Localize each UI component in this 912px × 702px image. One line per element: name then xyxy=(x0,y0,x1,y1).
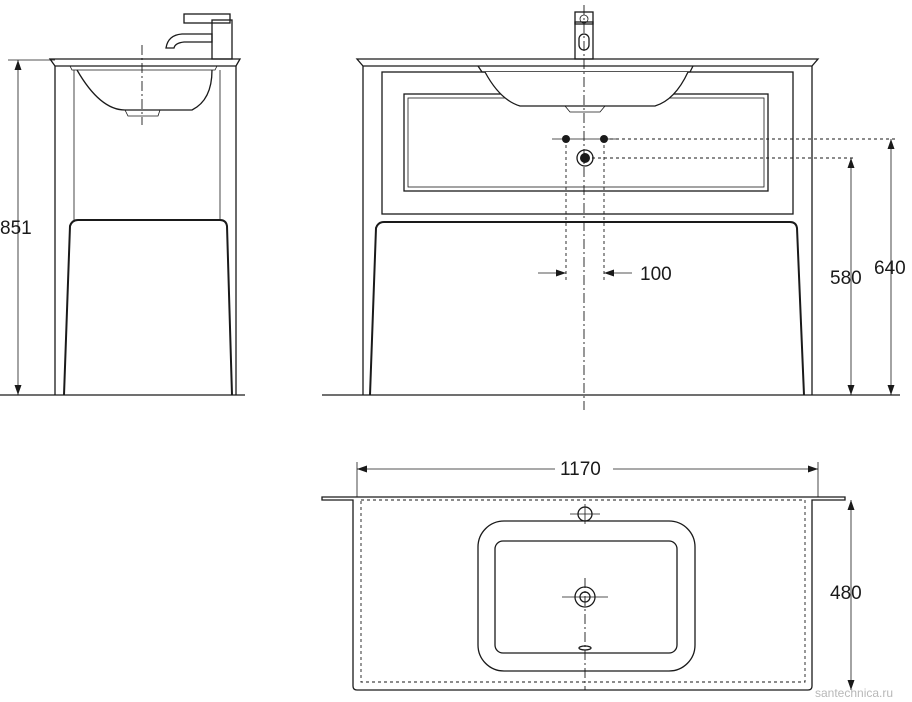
side-countertop xyxy=(48,58,242,67)
top-basin-outer xyxy=(477,520,696,672)
front-basin-drain xyxy=(564,105,606,113)
side-drawer xyxy=(63,219,233,396)
top-cabinet-hidden-outline xyxy=(360,499,806,683)
side-basin-rim xyxy=(69,65,218,71)
height-label: 851 xyxy=(0,218,32,239)
depth-label: 480 xyxy=(830,583,862,604)
side-faucet xyxy=(165,13,233,60)
front-drawer xyxy=(369,221,805,396)
side-basin-drain xyxy=(124,109,161,117)
front-basin-bowl xyxy=(484,71,689,107)
watermark: santechnica.ru xyxy=(815,686,893,700)
top-overflow-icon xyxy=(578,645,592,651)
front-drawer-panel-inner xyxy=(407,97,765,188)
side-view: 851 xyxy=(0,13,245,396)
top-countertop-outline xyxy=(321,496,846,691)
hole-spacing-label: 100 xyxy=(640,264,672,285)
drain-outlet-core xyxy=(580,153,590,163)
front-drawer-panel-outer xyxy=(403,93,769,192)
width-label-bg xyxy=(555,456,613,480)
supply-height-label: 640 xyxy=(874,258,906,279)
drain-height-label: 580 xyxy=(830,268,862,289)
top-basin-inner xyxy=(494,540,678,654)
side-basin-bowl xyxy=(76,69,213,111)
front-view: 100 580 640 xyxy=(322,5,906,410)
front-countertop xyxy=(355,58,820,67)
width-label: 1170 xyxy=(560,459,601,480)
top-view: 1170 480 xyxy=(321,456,862,691)
front-basin-rim xyxy=(477,65,694,73)
